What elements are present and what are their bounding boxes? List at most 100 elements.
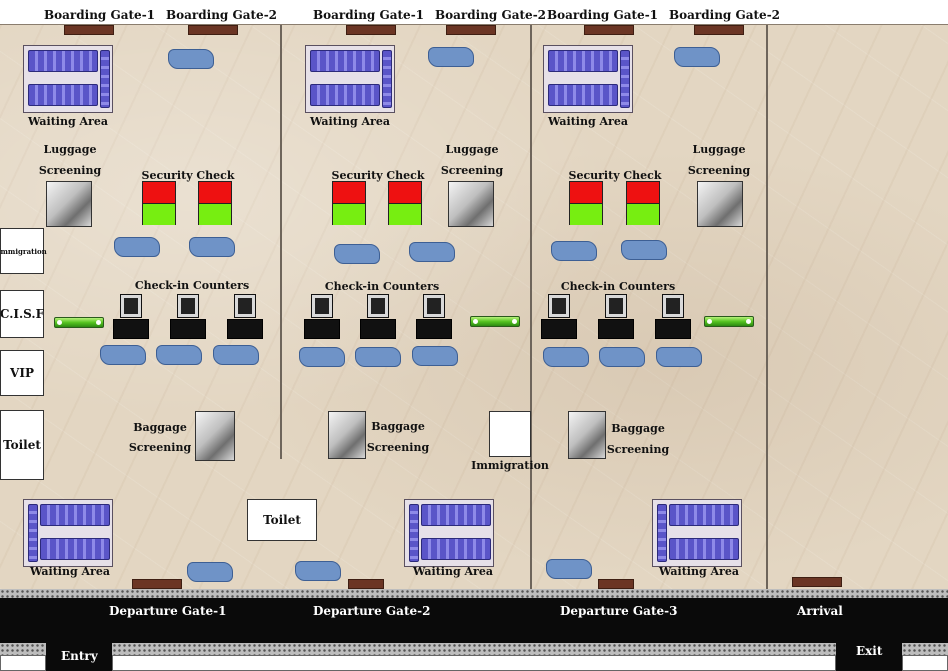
- checkin-counter-icon[interactable]: [655, 294, 691, 339]
- toilet-left-label: Toilet: [3, 438, 41, 452]
- queue-barrier-icon[interactable]: [54, 317, 104, 328]
- checkin-counter-icon[interactable]: [227, 294, 263, 339]
- departure-door-3[interactable]: [598, 579, 634, 589]
- passenger-icon[interactable]: [189, 237, 235, 257]
- passenger-icon[interactable]: [621, 240, 667, 260]
- toilet-room-left[interactable]: Toilet: [0, 410, 44, 480]
- checkin-counter-icon[interactable]: [170, 294, 206, 339]
- security-booth-icon[interactable]: [332, 181, 366, 225]
- vip-lounge[interactable]: VIP: [0, 350, 44, 396]
- boarding-gate-1-label-t1: Boarding Gate-1: [44, 8, 156, 22]
- baggage-scanner-icon[interactable]: [195, 411, 235, 461]
- immigration-office[interactable]: Immigration: [0, 228, 47, 274]
- checkin-counter-icon[interactable]: [541, 294, 577, 339]
- passenger-icon[interactable]: [409, 242, 455, 262]
- baggage-scanner-icon[interactable]: [328, 411, 366, 459]
- passenger-icon[interactable]: [295, 561, 341, 581]
- toilet-label: Toilet: [263, 513, 301, 527]
- luggage-label-t3: Luggage: [692, 143, 746, 156]
- queue-barrier-icon[interactable]: [704, 316, 754, 327]
- boarding-door-t2-g1[interactable]: [346, 25, 396, 35]
- passenger-icon[interactable]: [168, 49, 214, 69]
- departure-gate-1-label[interactable]: Departure Gate-1: [109, 604, 227, 618]
- checkin-counter-icon[interactable]: [598, 294, 634, 339]
- boarding-gate-2-label-t3: Boarding Gate-2: [669, 8, 781, 22]
- terminal-divider-2: [530, 25, 532, 590]
- security-booth-icon[interactable]: [142, 181, 176, 225]
- terminal-divider-3: [766, 25, 768, 590]
- passenger-icon[interactable]: [187, 562, 233, 582]
- checkin-counter-icon[interactable]: [416, 294, 452, 339]
- toilet-room-center[interactable]: Toilet: [247, 499, 317, 541]
- departure-gate-3-label[interactable]: Departure Gate-3: [560, 604, 678, 618]
- security-check-label-t2: Security Check: [331, 169, 425, 182]
- boarding-gate-1-label-t2: Boarding Gate-1: [313, 8, 425, 22]
- checkin-counter-icon[interactable]: [113, 294, 149, 339]
- baggage-label-t1: Baggage: [133, 421, 187, 434]
- checkin-counter-icon[interactable]: [304, 294, 340, 339]
- cisf-label: C.I.S.F: [0, 307, 45, 321]
- baggage-screening-label-t1: Screening: [128, 441, 192, 454]
- passenger-icon[interactable]: [656, 347, 702, 367]
- immigration-office-label: Immigration: [0, 246, 47, 256]
- boarding-door-t3-g1[interactable]: [584, 25, 634, 35]
- luggage-scanner-icon[interactable]: [697, 181, 743, 227]
- departure-door-1[interactable]: [132, 579, 182, 589]
- terminal-floor: Waiting Area Luggage Screening Security …: [0, 24, 948, 590]
- passenger-icon[interactable]: [674, 47, 720, 67]
- baggage-screening-label-t3: Screening: [606, 443, 670, 456]
- passenger-icon[interactable]: [114, 237, 160, 257]
- departure-gate-2-label[interactable]: Departure Gate-2: [313, 604, 431, 618]
- waiting-area-label-t1-bottom: Waiting Area: [30, 565, 110, 578]
- passenger-icon[interactable]: [156, 345, 202, 365]
- exit-label[interactable]: Exit: [856, 644, 883, 658]
- seat-block-icon: [543, 45, 633, 113]
- baggage-screening-label-t2: Screening: [366, 441, 430, 454]
- passenger-icon[interactable]: [100, 345, 146, 365]
- luggage-scanner-icon[interactable]: [46, 181, 92, 227]
- passenger-icon[interactable]: [599, 347, 645, 367]
- checkin-counters-label-t1: Check-in Counters: [134, 279, 250, 292]
- security-booth-icon[interactable]: [569, 181, 603, 225]
- screening-label-t1: Screening: [38, 164, 102, 177]
- checkin-counter-icon[interactable]: [360, 294, 396, 339]
- waiting-area-label-t3-top: Waiting Area: [548, 115, 628, 128]
- entry-label[interactable]: Entry: [61, 649, 98, 663]
- boarding-door-t1-g1[interactable]: [64, 25, 114, 35]
- passenger-icon[interactable]: [543, 347, 589, 367]
- security-booth-icon[interactable]: [626, 181, 660, 225]
- baggage-scanner-icon[interactable]: [568, 411, 606, 459]
- boarding-door-t3-g2[interactable]: [694, 25, 744, 35]
- cisf-room[interactable]: C.I.S.F: [0, 290, 44, 338]
- exit-field-right: [902, 655, 948, 671]
- security-booth-icon[interactable]: [198, 181, 232, 225]
- boarding-gate-2-label-t1: Boarding Gate-2: [166, 8, 278, 22]
- waiting-area-label-t1-top: Waiting Area: [28, 115, 108, 128]
- passenger-icon[interactable]: [213, 345, 259, 365]
- luggage-scanner-icon[interactable]: [448, 181, 494, 227]
- queue-barrier-icon[interactable]: [470, 316, 520, 327]
- boarding-gate-2-label-t2: Boarding Gate-2: [435, 8, 547, 22]
- seat-block-icon: [23, 45, 113, 113]
- boarding-door-t1-g2[interactable]: [188, 25, 238, 35]
- passenger-icon[interactable]: [428, 47, 474, 67]
- passenger-icon[interactable]: [546, 559, 592, 579]
- waiting-area-label-t3-bottom: Waiting Area: [659, 565, 739, 578]
- passenger-icon[interactable]: [412, 346, 458, 366]
- conveyor-track: [0, 589, 948, 598]
- passenger-icon[interactable]: [299, 347, 345, 367]
- arrival-label[interactable]: Arrival: [797, 604, 843, 618]
- passenger-icon[interactable]: [355, 347, 401, 367]
- luggage-label-t2: Luggage: [445, 143, 499, 156]
- baggage-label-t2: Baggage: [371, 420, 425, 433]
- departure-door-2[interactable]: [348, 579, 384, 589]
- main-field: [112, 655, 836, 671]
- passenger-icon[interactable]: [551, 241, 597, 261]
- immigration-booth[interactable]: [489, 411, 531, 457]
- security-booth-icon[interactable]: [388, 181, 422, 225]
- entry-track-left: [0, 643, 46, 655]
- arrival-door[interactable]: [792, 577, 842, 587]
- passenger-icon[interactable]: [334, 244, 380, 264]
- boarding-door-t2-g2[interactable]: [446, 25, 496, 35]
- entry-field-left: [0, 655, 46, 671]
